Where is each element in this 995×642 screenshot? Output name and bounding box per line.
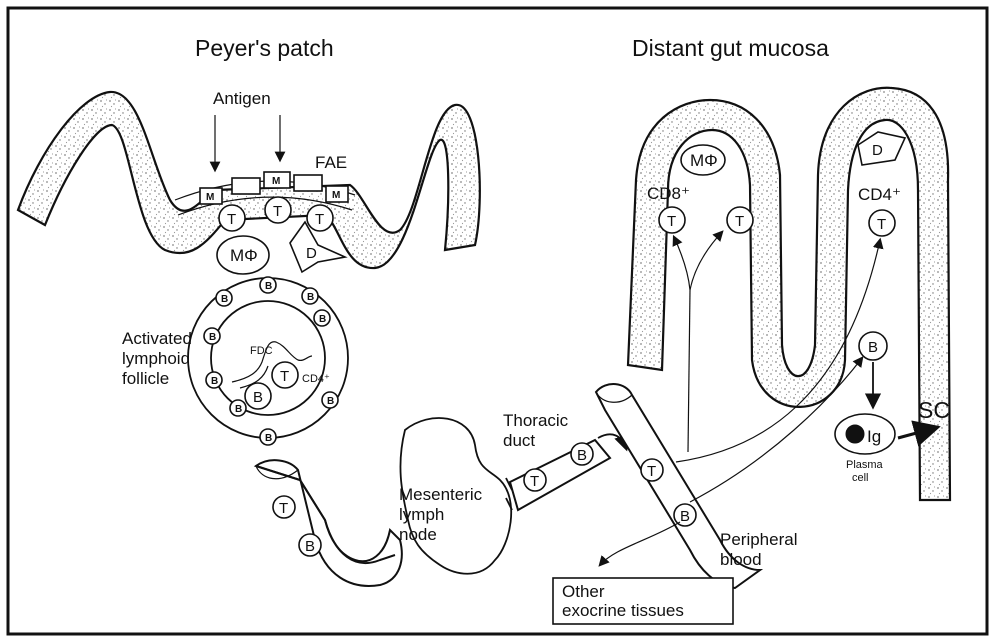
thoracic-label-line2: duct bbox=[503, 431, 535, 450]
lymphoid-follicle: FDC T B CD4⁺ bbox=[188, 278, 348, 438]
peripheral-label-line1: Peripheral bbox=[720, 530, 798, 549]
m-cell-4 bbox=[294, 175, 322, 191]
heading-peyers-patch: Peyer's patch bbox=[195, 35, 334, 61]
t-cell-label: T bbox=[647, 463, 656, 480]
cd4-label-follicle: CD4⁺ bbox=[302, 373, 330, 385]
arrow-to-exocrine bbox=[600, 522, 680, 565]
b-cell-label: B bbox=[868, 339, 878, 356]
arrow-to-cd8-t bbox=[674, 237, 690, 290]
m-cell-2 bbox=[232, 178, 260, 194]
b-cell-label: B bbox=[235, 404, 242, 415]
macrophage-label: MΦ bbox=[690, 151, 718, 170]
exocrine-label-line1: Other bbox=[562, 582, 605, 601]
b-cell-label: B bbox=[265, 281, 272, 292]
t-cell-label: T bbox=[530, 473, 539, 490]
b-cell-label: B bbox=[319, 314, 326, 325]
m-cell-5-label: M bbox=[332, 190, 340, 201]
plasma-cell: Ig Plasma cell bbox=[835, 414, 895, 484]
mesenteric-label-line1: Mesenteric bbox=[399, 485, 483, 504]
ig-label: Ig bbox=[867, 427, 881, 446]
t-cell-label: T bbox=[735, 213, 744, 230]
thoracic-label-line1: Thoracic bbox=[503, 411, 569, 430]
b-cell-label: B bbox=[327, 396, 334, 407]
arrow-stem-cd8 bbox=[688, 290, 690, 452]
t-cell-label: T bbox=[877, 216, 886, 233]
b-cell-label: B bbox=[305, 538, 315, 555]
antigen-label: Antigen bbox=[213, 89, 271, 108]
mesenteric-label-line3: node bbox=[399, 525, 437, 544]
t-cell-label: T bbox=[315, 211, 324, 228]
b-cell-label: B bbox=[211, 376, 218, 387]
dendritic-label: D bbox=[306, 245, 317, 262]
t-cell-label: T bbox=[667, 213, 676, 230]
plasma-label-line2: cell bbox=[852, 472, 869, 484]
mesenteric-label-line2: lymph bbox=[399, 505, 444, 524]
b-cell-label: B bbox=[577, 447, 587, 464]
follicle-label-line3: follicle bbox=[122, 369, 169, 388]
exocrine-label-line2: exocrine tissues bbox=[562, 601, 684, 620]
b-cell-label: B bbox=[265, 433, 272, 444]
t-cell-label: T bbox=[227, 211, 236, 228]
arrow-to-mucosa-t bbox=[690, 232, 722, 290]
sc-label: SC bbox=[918, 397, 950, 423]
dome-cells: T T T MΦ D bbox=[217, 197, 345, 274]
macrophage-label: MΦ bbox=[230, 246, 258, 265]
b-cell-label: B bbox=[307, 292, 314, 303]
t-cell-label: T bbox=[280, 368, 289, 385]
heading-distant-gut-mucosa: Distant gut mucosa bbox=[632, 35, 829, 61]
b-cell-label: B bbox=[221, 294, 228, 305]
fae-label: FAE bbox=[315, 153, 347, 172]
b-cell-label: B bbox=[209, 332, 216, 343]
fdc-label: FDC bbox=[250, 345, 273, 357]
b-cell-label: B bbox=[680, 508, 690, 525]
m-cell-1-label: M bbox=[206, 192, 214, 203]
dendritic-label: D bbox=[872, 142, 883, 159]
cd4-label-mucosa: CD4⁺ bbox=[858, 185, 901, 204]
follicle-label-line1: Activated bbox=[122, 329, 192, 348]
t-cell-label: T bbox=[279, 500, 288, 517]
afferent-lymphatic: T B bbox=[256, 460, 402, 586]
cd8-label: CD8⁺ bbox=[647, 184, 690, 203]
plasma-label-line1: Plasma bbox=[846, 459, 884, 471]
b-cell-label: B bbox=[253, 389, 263, 406]
follicle-label-line2: lymphoid bbox=[122, 349, 190, 368]
peripheral-label-line2: blood bbox=[720, 550, 762, 569]
m-cell-3-label: M bbox=[272, 176, 280, 187]
t-cell-label: T bbox=[273, 203, 282, 220]
